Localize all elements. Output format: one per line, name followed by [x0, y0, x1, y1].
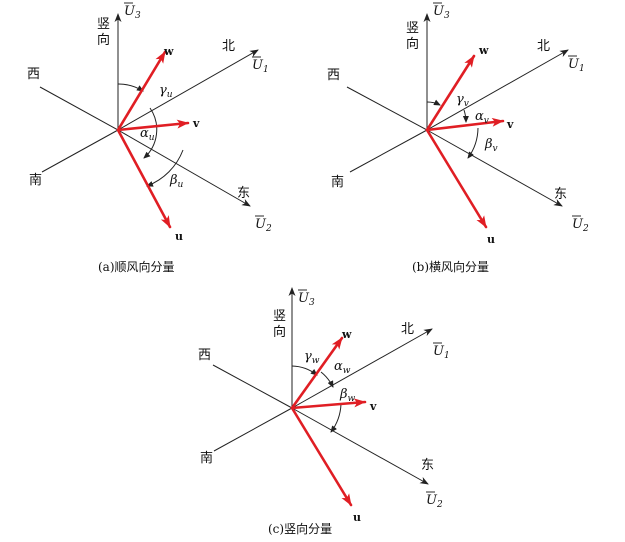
label-u: u — [353, 511, 361, 524]
label-v: v — [506, 118, 514, 131]
axis-u1 — [426, 49, 569, 131]
axis-south — [41, 129, 119, 173]
label-gamma: γu — [159, 83, 173, 100]
label-w: w — [341, 328, 352, 341]
label-u3: U3 — [298, 291, 315, 308]
caption-a: (a)顺风向分量 — [98, 259, 175, 274]
beta-arc — [467, 127, 479, 159]
label-west: 西 — [327, 68, 340, 83]
caption-c: (c)竖向分量 — [268, 521, 332, 536]
label-south: 南 — [29, 172, 42, 188]
alpha-arc — [320, 371, 334, 388]
label-u2: U2 — [426, 493, 443, 510]
axis-south — [349, 129, 428, 173]
alpha-arc — [143, 107, 158, 159]
label-beta: βv — [484, 137, 498, 154]
axis-south — [213, 407, 293, 452]
label-w: w — [478, 44, 489, 57]
panel-a: U3 竖 向 北 U1 西 南 东 U2 w v u γu αu βu (a)顺… — [27, 2, 272, 274]
label-vertical-1: 竖 — [273, 309, 286, 324]
label-alpha: αu — [140, 126, 155, 143]
beta-arc — [330, 403, 342, 433]
label-u: u — [175, 230, 183, 243]
beta-arc — [146, 149, 184, 187]
label-south: 南 — [200, 450, 213, 466]
axis-west — [39, 86, 119, 131]
label-gamma: γv — [456, 92, 469, 109]
label-north: 北 — [537, 39, 550, 54]
label-v: v — [192, 117, 200, 130]
label-east: 东 — [237, 186, 250, 201]
alpha-arc — [462, 109, 469, 123]
label-vertical-1: 竖 — [97, 17, 110, 32]
axis-u2 — [117, 129, 251, 207]
vector-u — [290, 406, 353, 507]
label-vertical-2: 向 — [406, 36, 419, 52]
axis-u1 — [117, 49, 259, 131]
label-gamma: γw — [304, 349, 320, 366]
axis-u2 — [291, 407, 429, 485]
label-u2: U2 — [255, 217, 272, 234]
axis-west — [212, 364, 293, 409]
label-u3: U3 — [433, 4, 450, 21]
axis-u2 — [426, 129, 563, 207]
label-north: 北 — [401, 322, 414, 337]
label-vertical-2: 向 — [97, 32, 110, 48]
label-w: w — [163, 45, 174, 58]
label-u1: U1 — [433, 344, 450, 361]
label-u: u — [487, 233, 495, 246]
vector-v — [290, 398, 367, 410]
vector-w — [290, 336, 344, 410]
label-u1: U1 — [252, 58, 269, 75]
label-v: v — [369, 400, 377, 413]
label-east: 东 — [554, 187, 567, 202]
label-east: 东 — [421, 458, 434, 473]
axis-west — [346, 86, 428, 131]
label-vertical-2: 向 — [273, 324, 286, 340]
label-u3: U3 — [124, 4, 141, 21]
label-beta: βw — [339, 387, 356, 404]
vector-v — [116, 119, 190, 132]
panel-c: U3 竖 向 北 U1 西 南 东 U2 w v u γw αw βw (c)竖… — [198, 287, 450, 536]
label-north: 北 — [222, 39, 235, 54]
label-u2: U2 — [572, 217, 589, 234]
gamma-arc — [117, 83, 144, 92]
label-south: 南 — [331, 174, 344, 190]
vector-u — [425, 128, 488, 229]
vector-v — [425, 117, 505, 132]
label-alpha: αw — [334, 359, 351, 376]
label-beta: βu — [169, 173, 184, 190]
panel-b: U3 竖 向 北 U1 西 南 东 U2 w v u γv αv βv (b)横… — [327, 2, 589, 274]
vector-w — [116, 50, 167, 132]
gamma-arc — [426, 99, 441, 106]
caption-b: (b)横风向分量 — [412, 259, 489, 274]
label-west: 西 — [198, 348, 211, 363]
axis-u1 — [291, 328, 433, 409]
vector-u — [116, 128, 172, 229]
label-u1: U1 — [568, 57, 585, 74]
vector-w — [425, 54, 476, 132]
label-vertical-1: 竖 — [406, 21, 419, 36]
gamma-arc — [291, 365, 318, 376]
label-alpha: αv — [475, 109, 489, 126]
label-west: 西 — [27, 67, 40, 82]
